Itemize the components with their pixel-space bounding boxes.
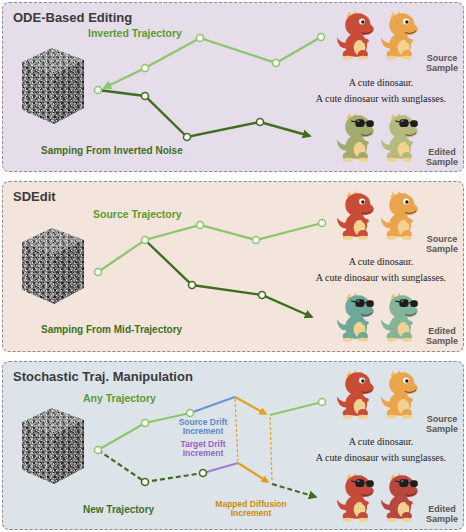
increment-label: Mapped Diffusion Increment — [209, 500, 293, 519]
panel-title: ODE-Based Editing — [13, 11, 132, 26]
trajectory-points — [142, 420, 149, 427]
stochastic-trajectory — [235, 399, 238, 461]
trajectory-points — [142, 479, 149, 486]
sdedit-trajectory — [145, 240, 312, 317]
panel-grounds — [2, 361, 464, 530]
panel-title: Stochastic Traj. Manipulation — [13, 370, 193, 385]
method-panel: SDEditSource TrajectorySource SampleA cu… — [2, 181, 464, 352]
trajectory-points — [273, 60, 280, 67]
trajectory-points — [95, 34, 325, 141]
stochastic-trajectory — [270, 417, 272, 481]
trajectory-points — [318, 34, 325, 41]
source-dinosaurs — [381, 11, 418, 60]
trajectory-points — [142, 93, 149, 100]
trajectory-points — [95, 220, 326, 299]
sample-label: Source Sample — [423, 234, 461, 255]
source-dinosaurs — [337, 370, 374, 419]
edited-dinosaurs — [351, 119, 374, 127]
trajectory-label: Samping From Mid-Trajectory — [41, 324, 182, 336]
trajectory-points — [142, 237, 149, 244]
trajectory-points — [95, 447, 102, 454]
prompt-caption: A cute dinosaur with sunglasses. — [303, 452, 459, 464]
stochastic-trajectory — [203, 463, 238, 473]
trajectory-label: New Trajectory — [83, 504, 154, 516]
source-dinosaurs — [337, 11, 418, 419]
source-dinosaurs — [381, 370, 418, 419]
edited-dinosaurs — [381, 293, 418, 342]
edited-dinosaurs — [395, 299, 418, 307]
inverted-trajectory — [98, 90, 310, 137]
trajectory-points — [319, 399, 326, 406]
source-dinosaurs — [337, 11, 374, 60]
edited-dinosaurs — [337, 293, 374, 342]
trajectory-label: Source Trajectory — [93, 208, 182, 220]
sample-label: Source Sample — [423, 414, 461, 435]
trajectory-points — [142, 65, 149, 72]
edited-dinosaurs — [381, 113, 418, 162]
panel-title: SDEdit — [13, 190, 56, 205]
sample-label: Edited Sample — [423, 504, 461, 525]
prompt-caption: A cute dinosaur. — [303, 77, 459, 89]
edited-dinosaurs — [395, 479, 418, 487]
stochastic-trajectory — [98, 397, 322, 497]
trajectory-points — [319, 220, 326, 227]
sample-label: Edited Sample — [423, 326, 461, 347]
increment-label: Target Drift Increment — [177, 440, 229, 459]
edited-dinosaurs — [351, 299, 374, 307]
method-panel: Stochastic Traj. ManipulationAny Traject… — [2, 361, 464, 530]
noise-cubes — [22, 48, 84, 484]
panel-grounds — [2, 2, 464, 172]
sample-label: Source Sample — [423, 53, 461, 74]
trajectory-label: Any Trajectory — [83, 392, 156, 404]
trajectory-points — [187, 410, 194, 417]
trajectory-label: Samping From Inverted Noise — [41, 145, 183, 157]
inverted-trajectory — [104, 37, 321, 88]
inverted-trajectory — [98, 37, 321, 137]
trajectory-points — [95, 399, 326, 486]
prompt-caption: A cute dinosaur. — [303, 256, 459, 268]
increment-label: Source Drift Increment — [177, 418, 229, 437]
trajectory-label: Inverted Trajectory — [88, 27, 182, 39]
panel-grounds — [2, 181, 464, 352]
edited-dinosaurs — [337, 113, 374, 162]
trajectory-points — [257, 119, 264, 126]
edited-dinosaurs — [337, 473, 374, 522]
stochastic-trajectory — [238, 463, 268, 482]
stochastic-trajectory — [235, 397, 266, 414]
stochastic-trajectory — [270, 402, 322, 415]
trajectory-points — [197, 35, 204, 42]
prompt-caption: A cute dinosaur with sunglasses. — [303, 93, 459, 105]
prompt-caption: A cute dinosaur. — [303, 436, 459, 448]
sdedit-trajectory — [98, 223, 322, 272]
trajectory-points — [95, 87, 102, 94]
sdedit-trajectory — [98, 223, 322, 317]
trajectory-points — [189, 282, 196, 289]
stochastic-trajectory — [272, 484, 316, 497]
trajectory-points — [259, 292, 266, 299]
trajectory-points — [95, 269, 102, 276]
edited-dinosaurs — [395, 119, 418, 127]
stochastic-trajectory — [190, 397, 235, 413]
edited-dinosaurs — [381, 473, 418, 522]
noise-cubes — [22, 408, 84, 484]
prompt-caption: A cute dinosaur with sunglasses. — [303, 272, 459, 284]
method-panel: ODE-Based EditingInverted TrajectorySour… — [2, 2, 464, 172]
noise-cubes — [22, 228, 84, 304]
source-dinosaurs — [381, 191, 418, 240]
edited-dinosaurs — [351, 479, 374, 487]
trajectory-points — [253, 237, 260, 244]
trajectory-points — [200, 470, 207, 477]
sample-label: Edited Sample — [423, 147, 461, 168]
noise-cubes — [22, 48, 84, 124]
trajectory-points — [197, 222, 204, 229]
trajectory-points — [184, 134, 191, 141]
source-dinosaurs — [337, 191, 374, 240]
